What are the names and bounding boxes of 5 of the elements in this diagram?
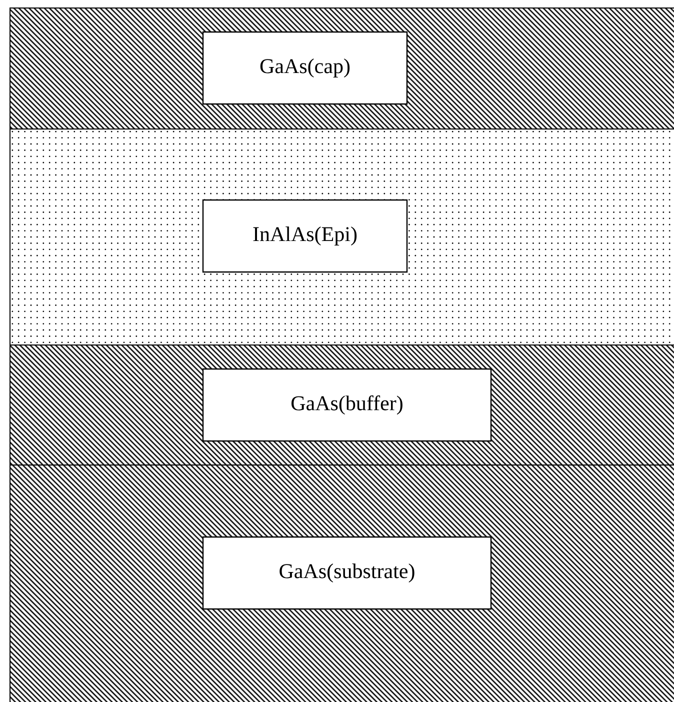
label-box: InAlAs(Epi) xyxy=(202,199,408,273)
layer-band xyxy=(10,128,674,346)
label-box: GaAs(substrate) xyxy=(202,536,492,610)
label-box: GaAs(buffer) xyxy=(202,368,492,442)
label-box: GaAs(cap) xyxy=(202,31,408,105)
